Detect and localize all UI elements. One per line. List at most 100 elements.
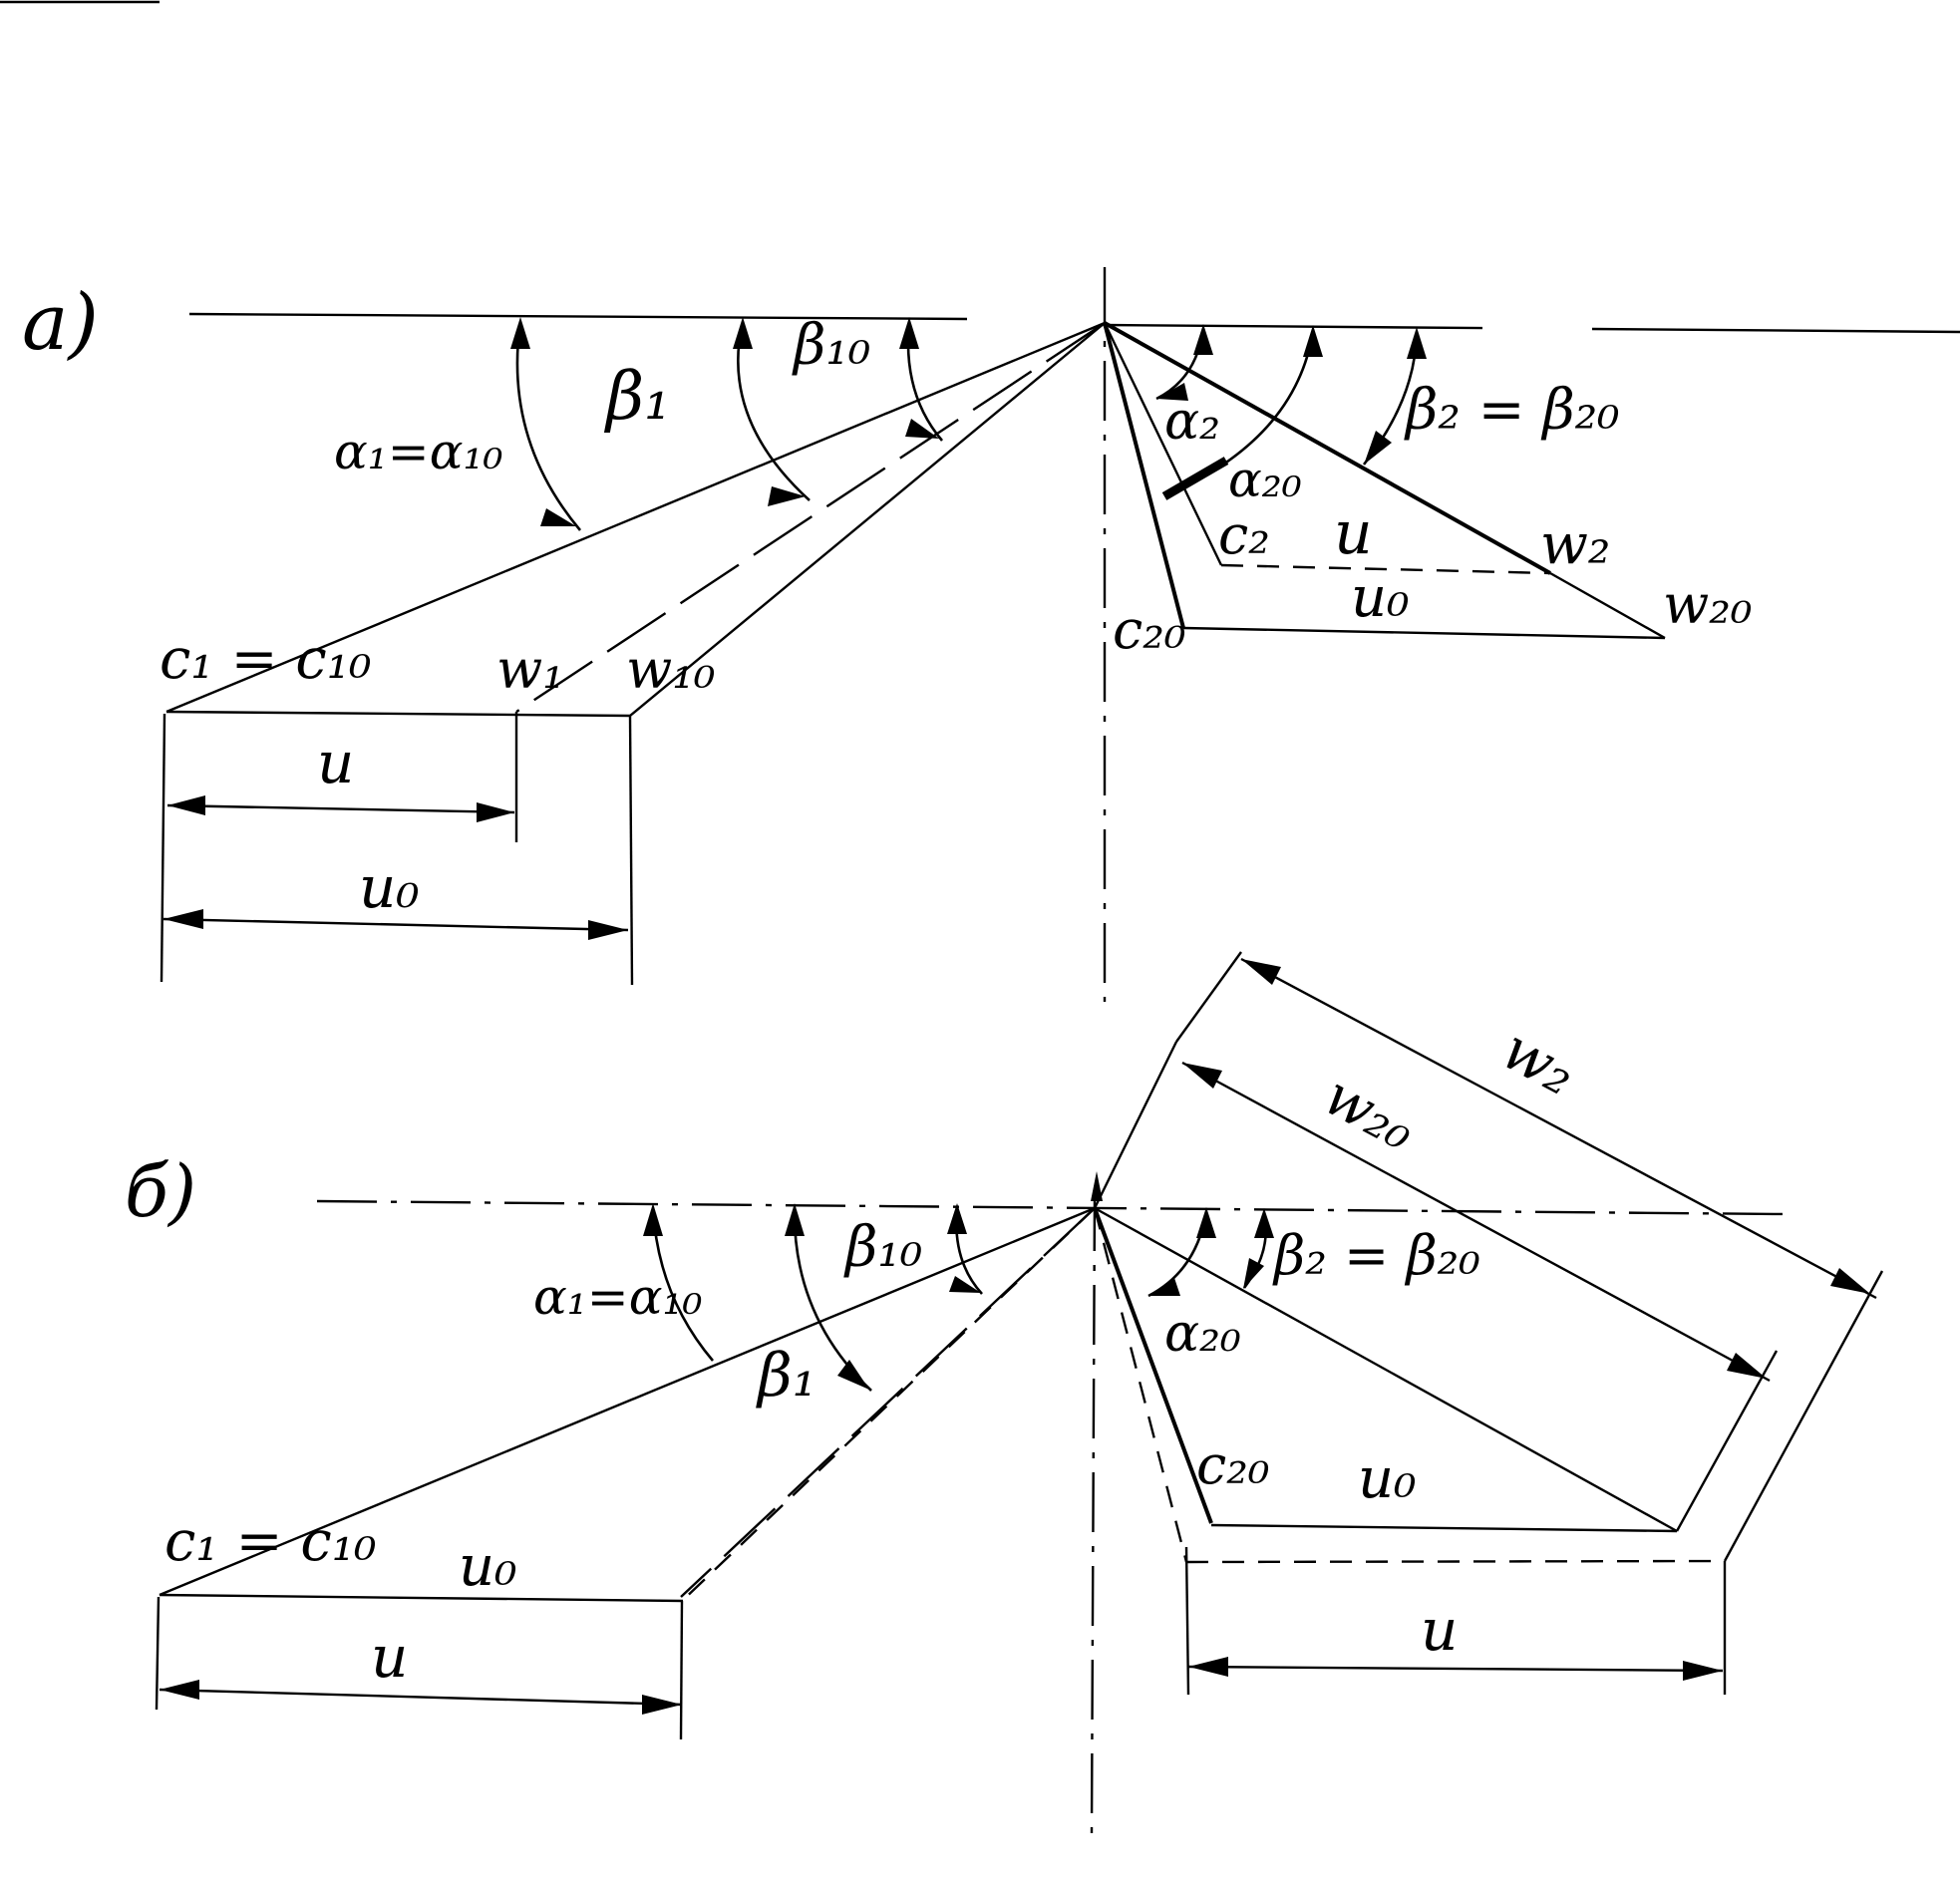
a-horizontal-axis-right <box>1103 323 1960 334</box>
a-ext-left <box>160 713 166 983</box>
a-panel-marker: a) <box>22 278 99 368</box>
a-arc-beta10-arrow-bottom <box>905 419 939 439</box>
a-dim-u-arrow-left <box>167 795 205 815</box>
b-arc-beta10-arrow-bottom <box>949 1276 981 1293</box>
a-arc-beta10-arrow-top <box>899 317 919 349</box>
b-ext-right <box>679 1600 684 1740</box>
b-vertical-axis-arrow <box>1091 1171 1103 1201</box>
b-arc-beta1-arrow-bottom <box>837 1360 869 1390</box>
b-label-beta1: β₁ <box>756 1341 817 1411</box>
b-label-beta2: β₂ = β₂₀ <box>1272 1224 1480 1287</box>
a-base-u0 <box>165 710 631 718</box>
a-arc-alpha2-arrow-bottom <box>1156 383 1188 401</box>
a-vector-w2 <box>1104 321 1551 575</box>
a-arc-alpha2-arrow-top <box>1193 324 1213 355</box>
a-dim-u0-arrow-left <box>163 909 203 929</box>
b-vector-c20 <box>1093 1207 1213 1524</box>
b-horizontal-axis <box>316 1199 1786 1216</box>
b-arc-beta2-arrow-top <box>1254 1208 1274 1238</box>
b-dim-u-arrow-right <box>642 1695 682 1715</box>
a-label-alpha20: α₂₀ <box>1228 451 1302 508</box>
a-label-alpha1: α₁=α₁₀ <box>334 423 503 480</box>
b-dim-label-u-in: u <box>371 1623 408 1691</box>
a-label-c1: c₁ = c₁₀ <box>160 627 372 692</box>
b-vector-c2 <box>1093 1207 1188 1563</box>
a-vector-c1 <box>165 321 1106 714</box>
b-dim-w20 <box>1181 1061 1771 1383</box>
a-dim-u <box>166 803 515 814</box>
b-ext-w20-bottom <box>1675 1350 1779 1532</box>
b-dim-u-out <box>1187 1665 1724 1673</box>
b-arc-beta1-arrow-top <box>785 1203 805 1236</box>
b-dim-label-u-out: u <box>1421 1596 1458 1664</box>
a-arc-alpha1 <box>515 321 581 531</box>
panel-b: б) α₁=α₁₀ β₁ β₁₀ c₁ = c₁₀ u₀ u α₂₀ β₂ = … <box>125 951 1884 1835</box>
a-label-c20: c₂₀ <box>1113 598 1186 661</box>
a-arc-alpha1-arrow-top <box>510 317 530 349</box>
a-dim-label-u0: u₀ <box>359 853 420 921</box>
a-base-u0 <box>1182 626 1666 640</box>
a-label-beta2: β₂ = β₂₀ <box>1404 378 1620 443</box>
b-dim-w2 <box>1240 957 1877 1300</box>
a-vector-w1 <box>515 321 1106 714</box>
b-vertical-axis <box>1090 1190 1097 1835</box>
a-vector-c20 <box>1103 322 1185 629</box>
b-dim-w20-arrow-top <box>1182 1063 1222 1089</box>
b-ext-w2-bottom <box>1723 1270 1884 1562</box>
a-label-beta10: β₁₀ <box>792 313 870 378</box>
a-label-u-out: u <box>1334 498 1373 568</box>
b-arc-alpha1-arrow-top <box>643 1203 663 1236</box>
a-arc-beta2-arrow-bottom <box>1364 431 1392 465</box>
b-base-u0 <box>1210 1523 1678 1533</box>
b-dim-w20-arrow-bottom <box>1727 1353 1767 1379</box>
b-label-c20: c₂₀ <box>1196 1433 1270 1496</box>
a-label-w20: w₂₀ <box>1663 573 1753 636</box>
a-dim-u0 <box>163 917 629 932</box>
b-label-beta10: β₁₀ <box>843 1215 922 1280</box>
b-dim-u <box>159 1688 683 1707</box>
a-label-beta1: β₁ <box>603 358 671 435</box>
b-dim-label-w2: w₂ <box>1491 1015 1587 1108</box>
b-base-u0 <box>159 1593 684 1603</box>
a-label-w2: w₂ <box>1540 512 1610 577</box>
a-label-w1: w₁ <box>496 638 564 701</box>
a-dim-label-u: u <box>317 729 354 796</box>
a-arc-alpha20-arrow-top <box>1303 325 1323 357</box>
b-panel-marker: б) <box>125 1149 196 1233</box>
b-dim-u-arrow-left <box>160 1680 199 1700</box>
b-vector-w10 <box>679 1207 1096 1604</box>
b-dim-label-w20: w₂₀ <box>1314 1064 1426 1164</box>
a-dim-u0-arrow-right <box>588 920 628 940</box>
b-arc-beta10-arrow-top <box>947 1203 967 1234</box>
b-label-u0-in: u₀ <box>459 1534 517 1599</box>
b-arc-beta2-arrow-bottom <box>1243 1258 1264 1289</box>
b-ext-left <box>155 1596 161 1711</box>
a-horizontal-axis-left <box>188 312 968 321</box>
b-dim-u-out-arrow-right <box>1683 1661 1723 1681</box>
a-vector-w10 <box>629 322 1106 717</box>
b-ext-w20-top <box>1093 1041 1178 1209</box>
a-arc-alpha1-arrow-bottom <box>540 508 576 526</box>
a-arc-beta2-arrow-top <box>1407 327 1427 359</box>
a-label-alpha2: α₂ <box>1164 392 1220 452</box>
panel-a: a) α₁=α₁₀ β₁ β₁₀ c₁ = c₁₀ w₁ w₁₀ u u₀ α₂… <box>22 267 1960 1002</box>
a-label-u0-out: u₀ <box>1351 565 1410 630</box>
b-ext-w2-top <box>1175 951 1242 1043</box>
b-ext-u-left <box>1184 1546 1190 1696</box>
a-base-u <box>1220 563 1551 575</box>
b-arc-alpha20-arrow-top <box>1196 1207 1216 1238</box>
a-label-w10: w₁₀ <box>626 638 716 701</box>
a-label-c2: c₂ <box>1218 503 1270 566</box>
b-vector-w2 <box>1094 1206 1678 1533</box>
b-label-alpha20: α₂₀ <box>1164 1304 1241 1364</box>
a-vector-c2 <box>1103 322 1223 566</box>
a-arc-beta1-arrow-top <box>733 317 753 349</box>
a-arc-beta1-arrow-bottom <box>768 486 806 506</box>
a-dim-u-arrow-right <box>477 802 514 822</box>
b-dim-w2-arrow-top <box>1241 959 1281 985</box>
b-arc-alpha20-arrow-bottom <box>1148 1278 1180 1296</box>
b-vector-w1 <box>680 1207 1096 1598</box>
b-label-u0-out: u₀ <box>1358 1446 1417 1511</box>
b-vector-c1 <box>159 1206 1096 1597</box>
